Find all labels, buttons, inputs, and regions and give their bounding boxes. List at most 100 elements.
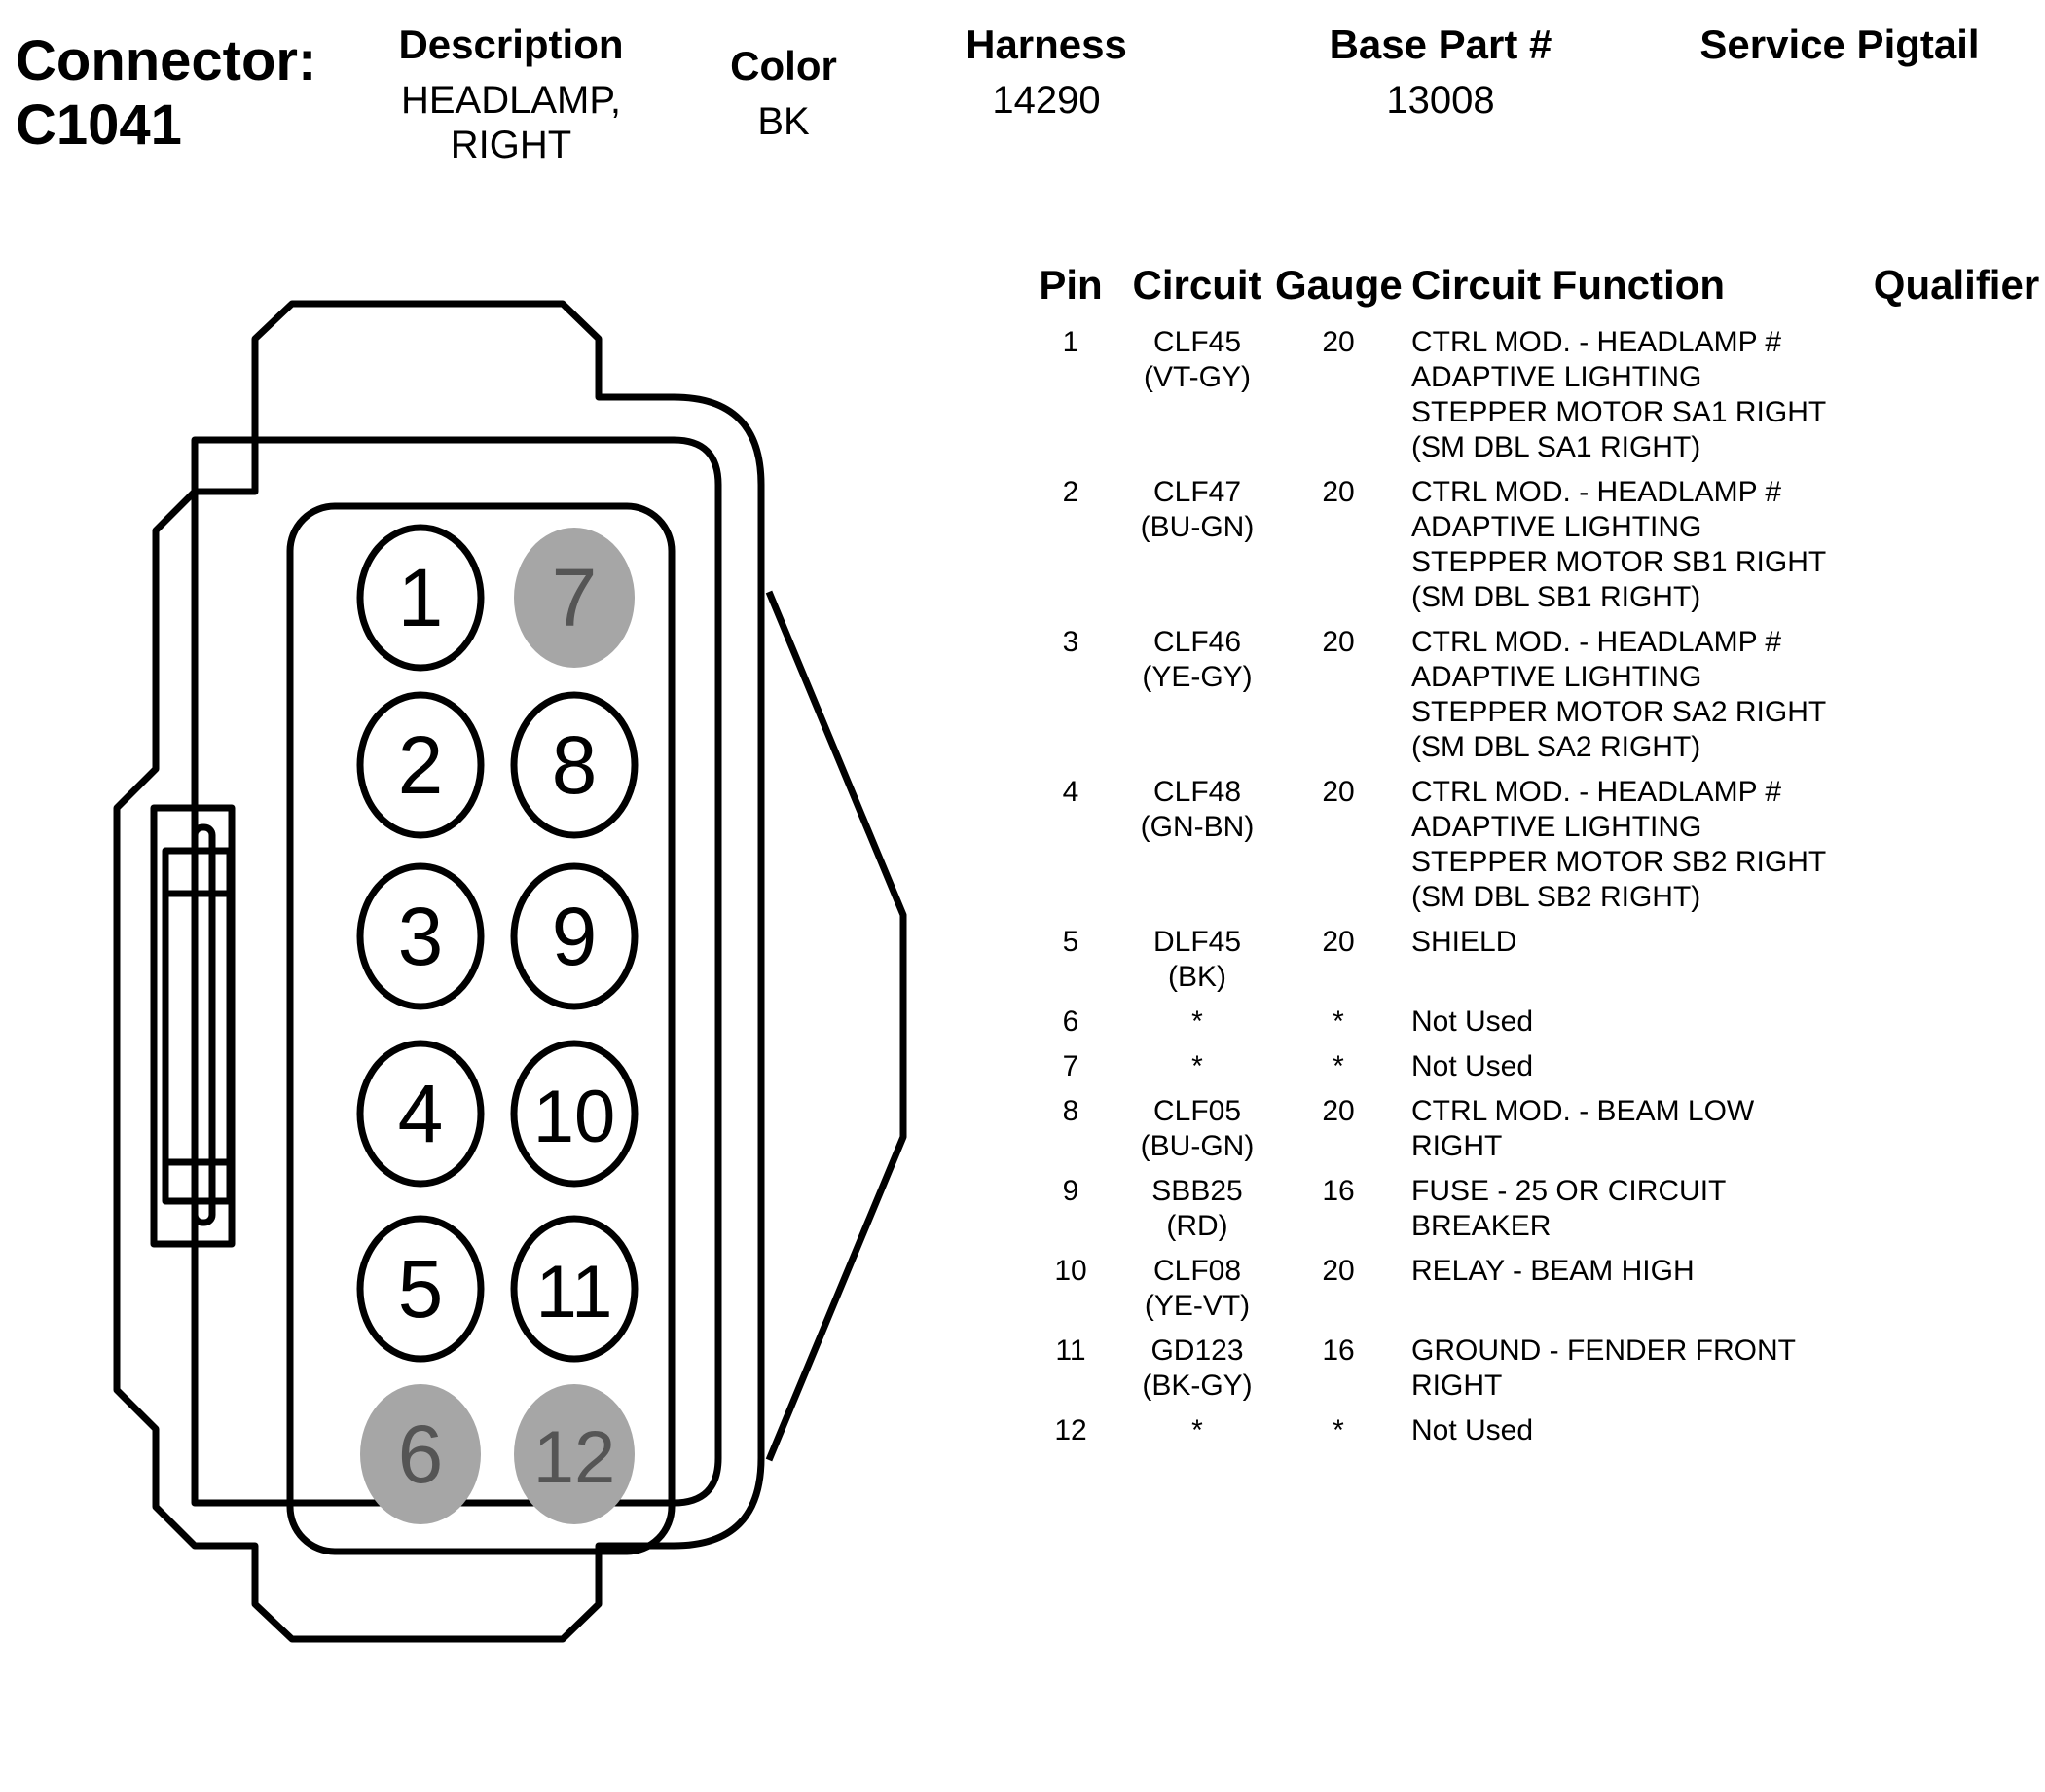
pin-number: 7 bbox=[552, 552, 598, 643]
pin-11: 11 bbox=[510, 1215, 639, 1363]
connector-id: C1041 bbox=[16, 93, 182, 157]
circuit-cell: CLF47 (BU-GN) bbox=[1140, 476, 1255, 543]
circuit-cell: * bbox=[1191, 1414, 1203, 1446]
pin-6: 6 bbox=[360, 1384, 481, 1524]
column-header-circuit: Circuit bbox=[1132, 262, 1262, 308]
pin-4: 4 bbox=[356, 1040, 485, 1188]
pin-cell: 2 bbox=[1062, 476, 1079, 508]
function-cell: CTRL MOD. - HEADLAMP # ADAPTIVE LIGHTING… bbox=[1411, 476, 1827, 613]
circuit-cell: CLF05 (BU-GN) bbox=[1140, 1095, 1255, 1162]
color-label: Color bbox=[730, 43, 837, 89]
circuit-cell: * bbox=[1191, 1050, 1203, 1082]
connector-housing-outer bbox=[113, 300, 765, 1643]
pin-cell: 8 bbox=[1062, 1095, 1079, 1127]
function-cell: RELAY - BEAM HIGH bbox=[1411, 1255, 1695, 1287]
column-header-qualifier: Qualifier bbox=[1873, 262, 2040, 308]
pin-cell: 9 bbox=[1062, 1175, 1079, 1207]
pin-1: 1 bbox=[356, 524, 485, 672]
circuit-cell: CLF08 (YE-VT) bbox=[1144, 1255, 1251, 1322]
pin-circle bbox=[514, 1384, 635, 1524]
gauge-cell: * bbox=[1333, 1414, 1344, 1446]
pin-12: 12 bbox=[514, 1384, 635, 1524]
column-header-pin: Pin bbox=[1039, 262, 1103, 308]
pin-9: 9 bbox=[510, 862, 639, 1010]
base-part-header: Base Part # 13008 bbox=[1304, 21, 1577, 123]
function-cell: Not Used bbox=[1411, 1050, 1534, 1082]
pin-number: 12 bbox=[533, 1416, 616, 1499]
pin-number: 3 bbox=[398, 891, 444, 982]
pin-number: 5 bbox=[398, 1243, 444, 1335]
function-cell: FUSE - 25 OR CIRCUIT BREAKER bbox=[1411, 1175, 1727, 1242]
harness-value: 14290 bbox=[992, 79, 1101, 122]
column-header-gauge: Gauge bbox=[1275, 262, 1403, 308]
pin-cell: 12 bbox=[1054, 1414, 1087, 1446]
pin-7: 7 bbox=[514, 528, 635, 668]
function-cell: Not Used bbox=[1411, 1006, 1534, 1038]
pin-circle bbox=[356, 862, 485, 1010]
circuit-cell: DLF45 (BK) bbox=[1152, 926, 1242, 993]
function-cell: SHIELD bbox=[1411, 926, 1517, 958]
function-cell: GROUND - FENDER FRONT RIGHT bbox=[1411, 1335, 1796, 1402]
circuit-cell: CLF45 (VT-GY) bbox=[1144, 326, 1251, 393]
pin-number: 8 bbox=[552, 719, 598, 811]
pin-number: 9 bbox=[552, 891, 598, 982]
function-cell: CTRL MOD. - HEADLAMP # ADAPTIVE LIGHTING… bbox=[1411, 326, 1827, 463]
pin-cell: 5 bbox=[1062, 926, 1079, 958]
pin-cavity-frame bbox=[286, 502, 676, 1555]
circuit-cell: SBB25 (RD) bbox=[1151, 1175, 1243, 1242]
connector-side-wedge bbox=[765, 590, 907, 1462]
pin-circle bbox=[356, 524, 485, 672]
description-label: Description bbox=[398, 21, 624, 67]
pin-cell: 11 bbox=[1055, 1335, 1086, 1367]
connector-label: Connector: bbox=[16, 29, 317, 92]
pin-circle bbox=[510, 862, 639, 1010]
gauge-cell: 20 bbox=[1322, 476, 1355, 508]
pin-cell: 3 bbox=[1062, 626, 1079, 658]
function-cell: CTRL MOD. - HEADLAMP # ADAPTIVE LIGHTING… bbox=[1411, 776, 1827, 913]
gauge-cell: 16 bbox=[1322, 1335, 1355, 1367]
pin-circle bbox=[510, 1215, 639, 1363]
function-cell: Not Used bbox=[1411, 1414, 1534, 1446]
function-cell: CTRL MOD. - HEADLAMP # ADAPTIVE LIGHTING… bbox=[1411, 626, 1827, 763]
pin-circle bbox=[360, 1384, 481, 1524]
pin-cell: 1 bbox=[1062, 326, 1079, 358]
gauge-cell: 20 bbox=[1322, 326, 1355, 358]
pin-number: 11 bbox=[536, 1251, 613, 1334]
circuit-cell: * bbox=[1191, 1006, 1203, 1038]
pin-cell: 10 bbox=[1054, 1255, 1087, 1287]
pin-cell: 6 bbox=[1062, 1006, 1079, 1038]
gauge-cell: 16 bbox=[1322, 1175, 1355, 1207]
pin-number: 10 bbox=[533, 1076, 616, 1158]
circuit-cell: CLF46 (YE-GY) bbox=[1142, 626, 1253, 693]
gauge-cell: * bbox=[1333, 1050, 1344, 1082]
pin-circle bbox=[510, 691, 639, 839]
pin-number: 1 bbox=[398, 552, 444, 643]
connector-title: Connector: C1041 bbox=[16, 29, 316, 158]
pin-2: 2 bbox=[356, 691, 485, 839]
service-pigtail-label: Service Pigtail bbox=[1699, 21, 1980, 67]
pin-circle bbox=[356, 691, 485, 839]
base-part-label: Base Part # bbox=[1329, 21, 1552, 67]
harness-label: Harness bbox=[966, 21, 1127, 67]
base-part-value: 13008 bbox=[1386, 79, 1495, 122]
function-cell: CTRL MOD. - BEAM LOW RIGHT bbox=[1411, 1095, 1755, 1162]
pin-cell: 4 bbox=[1062, 776, 1079, 808]
gauge-cell: 20 bbox=[1322, 926, 1355, 958]
gauge-cell: 20 bbox=[1322, 626, 1355, 658]
pin-circle bbox=[356, 1040, 485, 1188]
gauge-cell: 20 bbox=[1322, 1095, 1355, 1127]
circuit-cell: GD123 (BK-GY) bbox=[1142, 1335, 1253, 1402]
gauge-cell: 20 bbox=[1322, 1255, 1355, 1287]
pin-10: 10 bbox=[510, 1040, 639, 1188]
pin-circle bbox=[514, 528, 635, 668]
gauge-cell: 20 bbox=[1322, 776, 1355, 808]
gauge-cell: * bbox=[1333, 1006, 1344, 1038]
description-header: Description HEADLAMP, RIGHT bbox=[380, 21, 642, 167]
circuit-cell: CLF48 (GN-BN) bbox=[1140, 776, 1255, 843]
color-value: BK bbox=[757, 100, 810, 143]
description-value: HEADLAMP, RIGHT bbox=[400, 79, 621, 166]
pin-5: 5 bbox=[356, 1215, 485, 1363]
service-pigtail-header: Service Pigtail bbox=[1655, 21, 2025, 68]
pin-number: 6 bbox=[398, 1408, 444, 1500]
